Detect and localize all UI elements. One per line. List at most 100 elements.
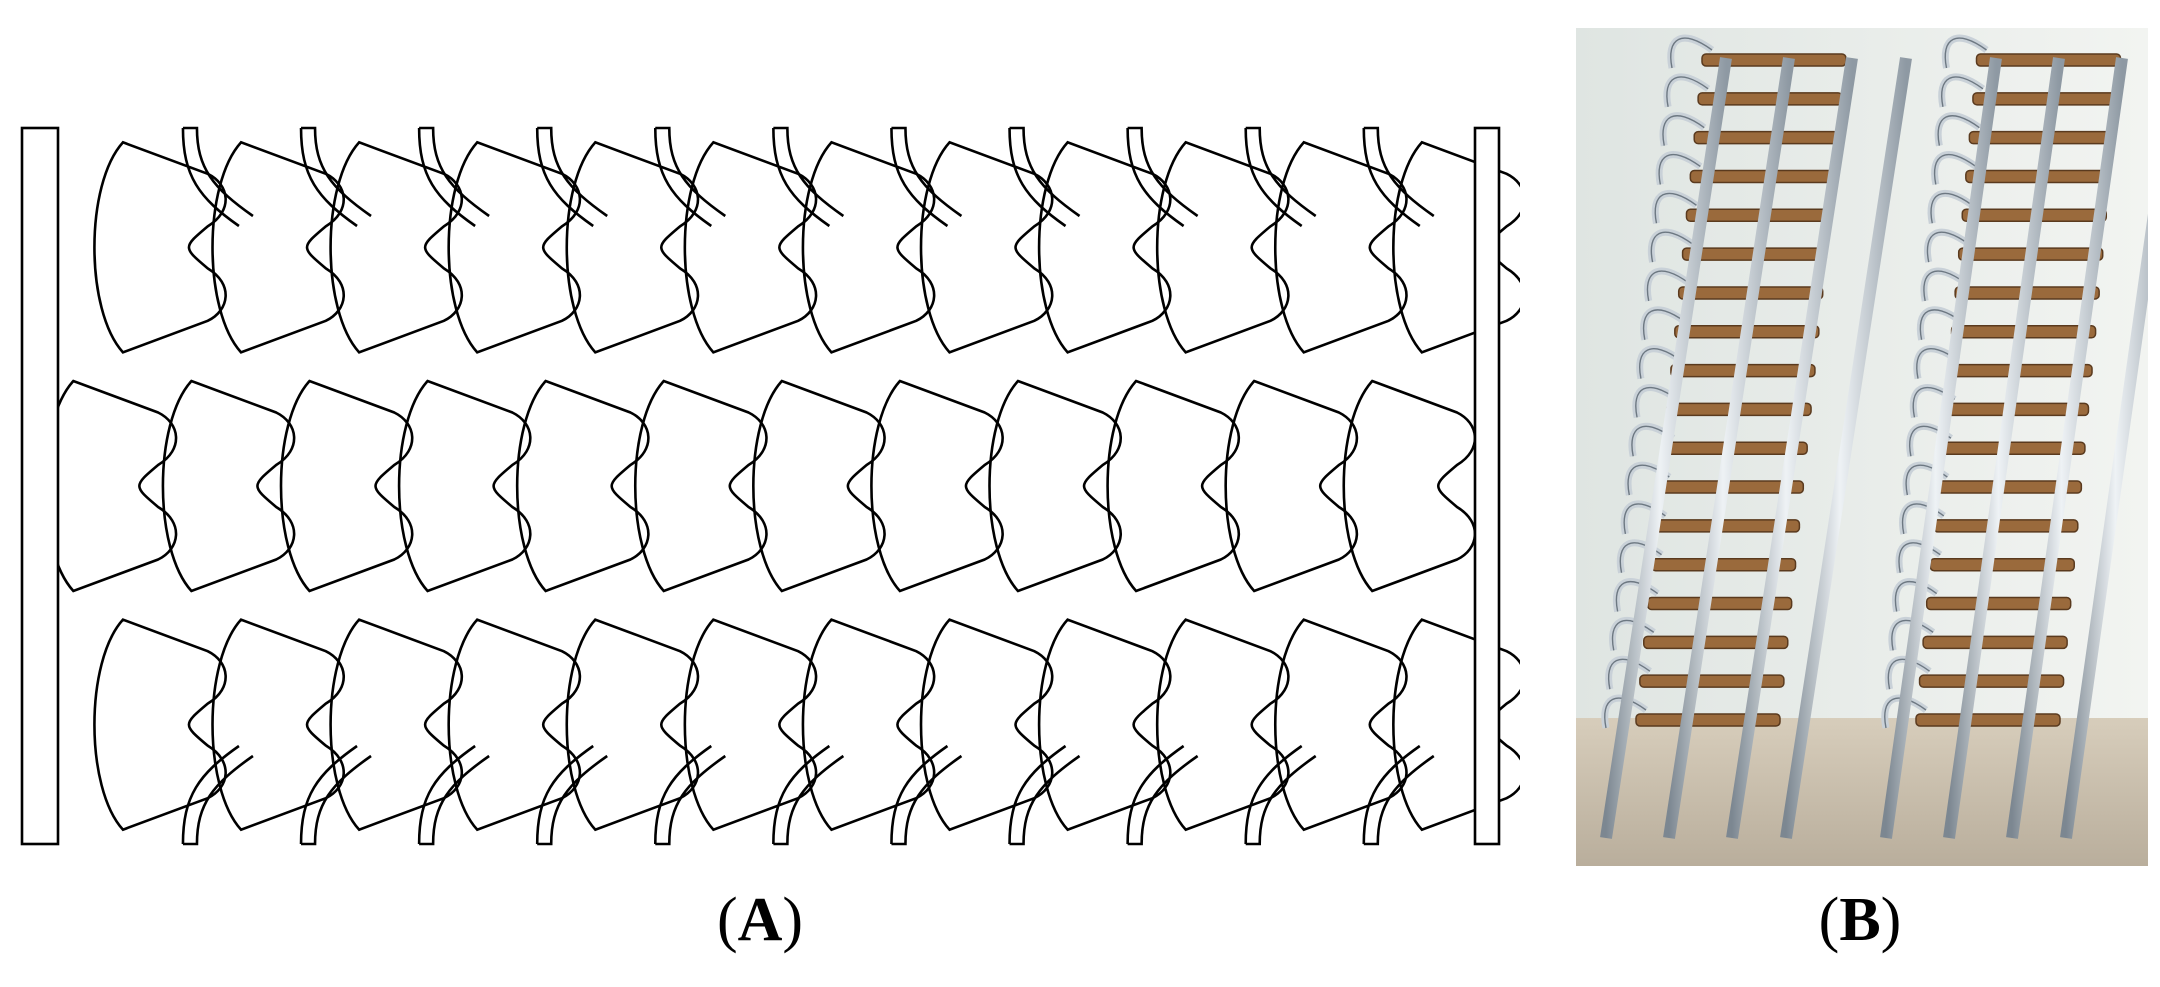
top-hook-tab [653,126,727,228]
photo-floor [1576,718,2148,866]
metastructure-cell [1155,618,1290,832]
metastructure-cell [329,618,464,832]
metastructure-cell [279,379,414,593]
chair-leg-tube [1726,57,1858,839]
metastructure-cell [565,618,700,832]
chair-back-edge [1639,348,1682,379]
metastructure-cell [329,140,464,354]
chair-leg-tube [1943,57,2065,839]
chair-back-edge [1654,192,1697,224]
chair-leg-tube [1663,57,1795,839]
chair-back-edge [1658,153,1701,185]
bottom-hook-tab [181,744,254,846]
metastructure-cell [1273,140,1408,354]
top-hook-tab [1126,126,1199,228]
metastructure-cell [870,379,1004,593]
top-hook-tab [1362,126,1435,228]
chair-leg-tube [2006,57,2128,839]
chair-seat [1918,674,2065,688]
chair-back-edge [1891,619,1934,651]
bottom-hook-tab [772,744,845,846]
top-hook-tab [1008,126,1081,228]
bottom-hook-tab [1362,744,1435,846]
chair-seat [1639,674,1785,688]
metastructure-cell [161,379,296,593]
chair-stacks [1600,34,2148,839]
chair-back-edge [1884,697,1927,729]
top-hook-tab [181,126,254,228]
panel-a-metastructure-drawing [20,126,1520,846]
metastructure-cell [1155,140,1290,354]
chair-seat [1915,713,2061,727]
chair-back-edge [1944,37,1987,69]
bottom-hook-tab [299,744,372,846]
metastructure-cell [683,618,818,832]
metastructure-cell [515,379,650,593]
metastructure-cell [1224,379,1359,593]
metastructure-cell [919,140,1054,354]
bottom-hook-tab [417,744,490,846]
chair-back-edge [1670,37,1713,69]
chair-back-edge [1926,231,1970,263]
chair-back-edge [1937,115,1980,146]
caption-panel-a: (A) [716,886,804,954]
metastructure-cell [565,140,700,354]
chair-back-edge [1894,581,1938,612]
metastructure-cell [1037,618,1172,832]
metastructure-cell [919,618,1054,832]
caption-panel-b: (B) [1818,886,1902,954]
metastructure-cells [43,126,1520,846]
chair-seat [1925,596,2072,611]
metastructure-cell [93,140,227,354]
metastructure-cell [1392,140,1520,354]
chair-leg-tube [1600,57,1732,839]
chair-back-edge [1604,697,1647,729]
chair-back-edge [1919,309,1963,340]
chair-leg-tube [1880,57,2002,839]
metastructure-cell [43,379,178,593]
top-hook-tab [299,126,372,228]
chair-back-edge [1662,115,1705,146]
chair-back-edge [1646,270,1690,302]
metastructure-cell [801,140,936,354]
top-hook-tab [772,126,845,228]
bottom-hook-tab [1244,744,1317,846]
metastructure-cell [752,379,886,593]
bottom-hook-tab [1008,744,1081,846]
top-hook-tab [1244,126,1317,228]
metastructure-cell [633,379,768,593]
metastructure-frame [20,126,1501,846]
panel-b-stacked-chairs-photo [1576,28,2148,866]
bottom-hook-tab [1126,744,1199,846]
chair-back-edge [1608,658,1651,690]
bottom-hook-tab [535,744,608,846]
chair-back-edge [1666,76,1709,107]
metastructure-cell [211,618,345,832]
chair-back-edge [1642,309,1686,340]
metastructure-cell [93,618,227,832]
chair-back-edge [1930,192,1973,224]
chair-back-edge [1611,619,1655,651]
chair-back-edge [1887,658,1930,690]
chair-leg-tube [1780,57,1912,839]
left-end-plate [20,126,60,846]
metastructure-cell [1392,618,1520,832]
chair-seat [1643,635,1789,650]
metastructure-cell [1037,140,1172,354]
chair-back-edge [1941,76,1984,107]
chair-back-edge [1650,231,1694,263]
chair-back-edge [1933,153,1977,185]
metastructure-cell [683,140,818,354]
chair-back-edge [1923,270,1966,302]
top-hook-tab [417,126,490,228]
metastructure-cell [1342,379,1477,593]
metastructure-cell [988,379,1122,593]
metastructure-cell [211,140,345,354]
chair-leg-tube [2060,213,2148,839]
metastructure-cell [1273,618,1408,832]
bottom-hook-tab [653,744,727,846]
metastructure-cell [397,379,532,593]
metastructure-cell [801,618,936,832]
chair-seat [1635,713,1781,727]
metastructure-cell [447,618,582,832]
